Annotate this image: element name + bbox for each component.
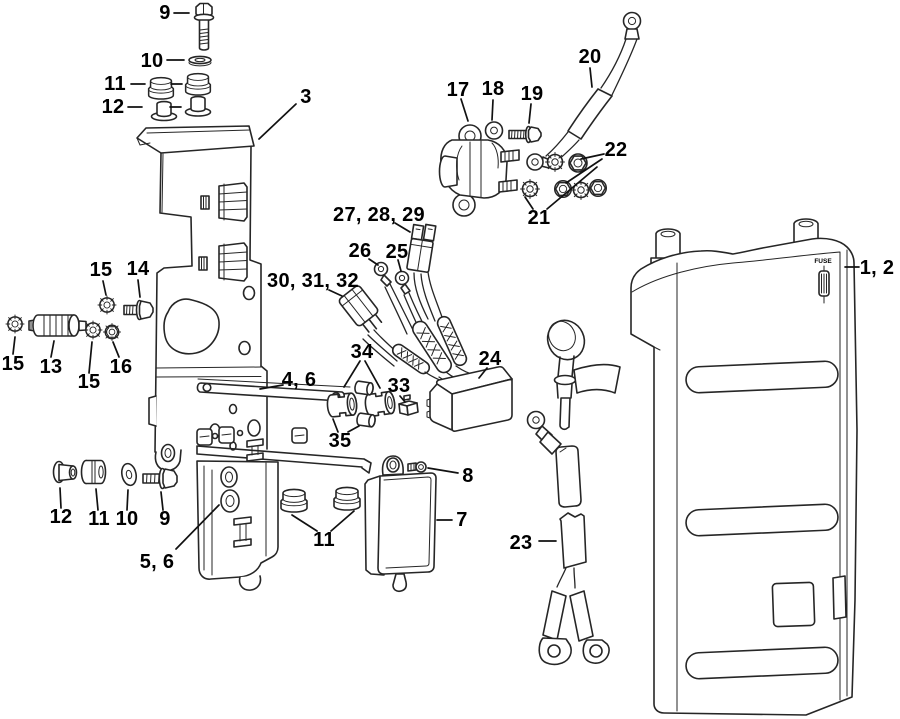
callout-14: 14 (126, 258, 150, 280)
callout-fuse: FUSE (814, 257, 832, 265)
callout-11-top: 11 (104, 73, 126, 95)
callout-24: 24 (478, 348, 502, 370)
callout-12-bottom: 12 (49, 506, 73, 528)
part-grommet-11-lower-left (80, 459, 107, 485)
part-connector-30-31-32 (338, 285, 401, 367)
part-spacer-13 (28, 314, 87, 337)
part-bolt-19 (508, 125, 542, 144)
callout-34: 34 (350, 341, 374, 363)
part-washer-10-top (188, 55, 212, 67)
part-screw-8 (407, 461, 427, 473)
leader-lines (12, 12, 860, 550)
part-bracket-5-6 (196, 426, 372, 591)
part-connector-27-28-29 (406, 223, 443, 322)
part-nut-16 (102, 322, 122, 342)
callout-15-top: 15 (89, 259, 113, 281)
part-bracket-3 (136, 125, 268, 472)
part-grommets-11-top (147, 72, 212, 100)
part-clip-33 (398, 394, 419, 416)
callout-22: 22 (604, 139, 628, 161)
callout-10-top: 10 (140, 50, 164, 72)
callout-20: 20 (578, 46, 602, 68)
callout-17: 17 (446, 79, 470, 101)
callout-11-bottom-mid: 11 (313, 529, 335, 551)
callout-16: 16 (109, 356, 133, 378)
part-bolt-14 (123, 299, 154, 321)
callout-9-top: 9 (159, 2, 171, 24)
callout-1-2: 1, 2 (859, 257, 895, 279)
fuse-icon (818, 265, 830, 304)
part-rectifier-17 (438, 124, 520, 217)
callout-15-mid: 15 (77, 371, 101, 393)
part-spacers-12-top (150, 95, 212, 122)
callout-12-top: 12 (101, 96, 125, 118)
part-bolt-9-lower (142, 467, 178, 490)
part-spacer-12-lower (52, 460, 78, 484)
callout-7: 7 (456, 509, 468, 531)
callout-13: 13 (39, 356, 63, 378)
callout-21: 21 (527, 207, 551, 229)
part-relay-24 (426, 365, 513, 432)
callout-30-31-32: 30, 31, 32 (267, 270, 359, 292)
callout-26: 26 (348, 240, 372, 262)
callout-10-bottom: 10 (115, 508, 139, 530)
part-washer-10-lower (120, 462, 138, 487)
callout-18: 18 (481, 78, 505, 100)
part-cover-1-2 (630, 218, 858, 716)
callout-19: 19 (520, 83, 544, 105)
callout-11-bottom-left: 11 (88, 508, 110, 530)
part-cable-23 (526, 319, 621, 666)
part-module-7 (364, 455, 437, 593)
callout-4-6: 4, 6 (281, 369, 317, 391)
part-grommets-11-lower (280, 486, 361, 513)
part-strap-4-6 (196, 378, 351, 402)
callout-9-bottom: 9 (159, 508, 171, 530)
callout-8: 8 (462, 465, 474, 487)
part-ring-terminal-25 (394, 270, 427, 334)
callout-23: 23 (509, 532, 533, 554)
callout-15-left: 15 (1, 353, 25, 375)
part-bolt-9-top (193, 2, 215, 51)
callout-25: 25 (385, 241, 409, 263)
callout-35: 35 (328, 430, 352, 452)
callout-3: 3 (300, 86, 312, 108)
callout-27-28-29: 27, 28, 29 (333, 204, 425, 226)
callout-5-6: 5, 6 (139, 551, 175, 573)
part-grommets-34-35 (325, 380, 397, 428)
callout-33: 33 (387, 375, 411, 397)
part-washer-18 (484, 121, 504, 140)
